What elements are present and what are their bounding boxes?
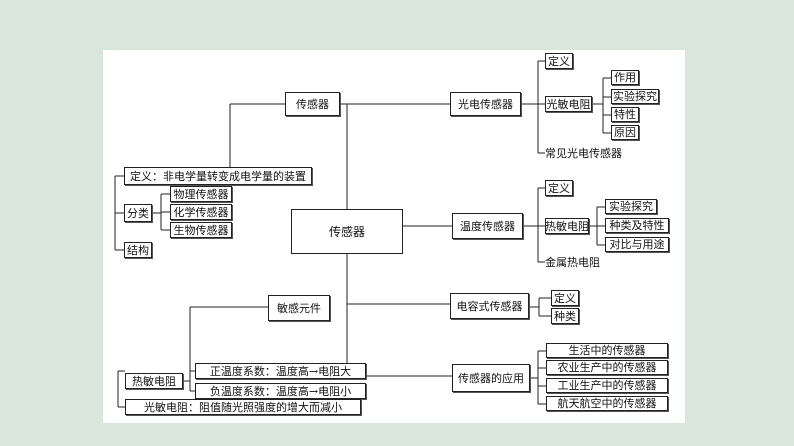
metal-thermal-resistor-text: 金属热电阻 [545,255,600,269]
photoresistor-function-node: 作用 [611,70,639,85]
top-sensor-node: 传感器 [285,92,340,116]
photo-sensor-node: 光电传感器 [450,92,521,116]
applications-node: 传感器的应用 [452,364,530,392]
thermistor-usage-node: 对比与用途 [605,237,669,252]
app-aerospace-node: 航天航空中的传感器 [546,396,668,411]
thermistor-node: 热敏电阻 [545,218,589,234]
chemical-sensor-node: 化学传感器 [170,204,232,220]
photo-definition-node: 定义 [545,53,573,69]
photoresistor-property-node: 特性 [611,107,639,122]
photoresistor-left-node: 光敏电阻：阻值随光照强度的增大而减小 [125,399,361,415]
temp-definition-node: 定义 [545,180,573,196]
app-industry-node: 工业生产中的传感器 [546,378,668,393]
classify-node: 分类 [124,204,152,222]
photoresistor-node: 光敏电阻 [545,96,592,112]
physical-sensor-node: 物理传感器 [170,186,232,202]
structure-node: 结构 [124,242,152,258]
capacitive-definition-node: 定义 [551,290,579,306]
app-daily-life-node: 生活中的传感器 [546,343,668,358]
center-sensor-node: 传感器 [291,209,403,254]
thermistor-experiment-node: 实验探究 [605,199,657,214]
photoresistor-reason-node: 原因 [611,125,639,140]
temp-sensor-node: 温度传感器 [452,213,523,239]
capacitive-types-node: 种类 [551,308,579,324]
thermistor-left-node: 热敏电阻 [125,373,183,389]
biological-sensor-node: 生物传感器 [170,222,232,238]
definition-node: 定义：非电学量转变成电学量的装置 [124,167,312,185]
ptc-node: 正温度系数：温度高→电阻大 [195,363,366,379]
ntc-node: 负温度系数：温度高→电阻小 [195,383,366,399]
photoresistor-experiment-node: 实验探究 [611,89,659,104]
thermistor-types-node: 种类及特性 [605,218,669,233]
sensitive-element-node: 敏感元件 [268,295,330,321]
app-agriculture-node: 农业生产中的传感器 [546,360,668,375]
capacitive-sensor-node: 电容式传感器 [450,293,529,319]
common-photo-sensor-text: 常见光电传感器 [545,146,622,160]
